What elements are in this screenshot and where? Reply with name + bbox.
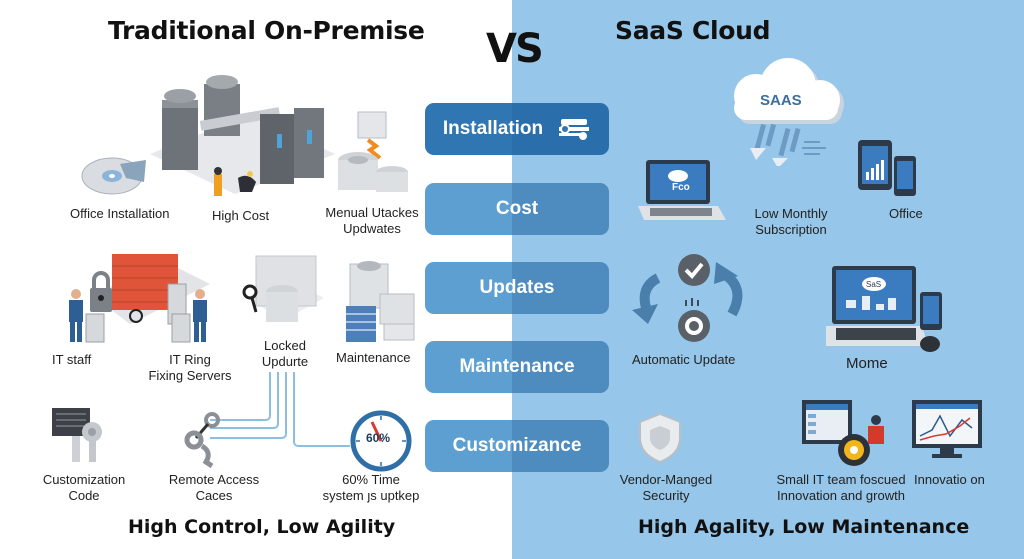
analytics-monitor-icon [912,400,982,458]
saas-title: SaaS Cloud [615,16,771,45]
laptop-screen-text: Fco [672,182,690,193]
laptop2-screen-text: SaS [866,280,882,289]
on-premise-footer: High Control, Low Agility [128,516,396,538]
label-locked-update: Locked Updurte [250,338,320,370]
label-manual-updates: Menual Utackes Updwates [320,205,424,237]
stacked-disks-icon [338,111,408,192]
label-manual-updates-line2: Updwates [343,221,401,236]
label-high-cost: High Cost [212,208,270,223]
maintenance-button-label: Maintenance [459,356,575,377]
laptop-icon [638,160,726,220]
gauge-icon [350,410,412,472]
button-right-half [512,341,609,393]
button-left-half [425,420,512,472]
customizance-button[interactable]: Customizance [425,420,609,472]
label-60-time-line1: 60% Time [342,472,400,487]
label-small-it-line1: Small IT team foscued [776,472,906,487]
customization-code-icon [52,408,102,462]
remote-access-icon [184,412,220,469]
label-it-staff: IT staff [52,352,92,367]
label-office: Office [889,206,923,221]
updates-button-label: Updates [479,277,555,298]
gauge-value: 60% [366,431,391,445]
label-vendor-managed: Vendor-Manged Security [614,472,718,504]
label-mome: Mome [846,355,888,372]
customizance-button-label: Customizance [452,435,582,456]
label-locked-update-line2: Updurte [261,354,309,369]
saas-cloud-text: SAAS [760,92,802,109]
label-remote-access-line2: Caces [195,488,233,503]
truck-icon [559,119,590,140]
label-office-installation: Office Installation [70,206,170,221]
label-locked-update-line1: Locked [264,338,306,353]
server-room-icon [150,75,335,196]
locked-update-icon [242,255,324,322]
button-right-half [512,183,609,235]
cost-button-label: Cost [495,198,539,219]
label-low-monthly-line1: Low Monthly [754,206,828,221]
updates-button[interactable]: Updates [425,262,609,314]
label-customization-code: Customization Code [34,472,134,504]
label-customization-line1: Customization [42,472,126,487]
maintenance-button[interactable]: Maintenance [425,341,609,393]
vs-label: VS [486,26,544,72]
label-manual-updates-line1: Menual Utackes [325,205,419,220]
cost-button[interactable]: Cost [425,183,609,235]
button-left-half [425,103,512,155]
label-low-monthly-line2: Subscription [755,222,827,237]
label-60-time: 60% Time system ȷs uptkep [316,472,426,504]
devices-icon [858,140,916,196]
installation-button[interactable]: Installation [425,103,609,155]
label-vendor-line2: Security [642,488,690,503]
button-left-half [425,262,512,314]
label-remote-access-line1: Remote Access [168,472,260,487]
label-60-time-line2: system ȷs uptkep [322,488,420,503]
label-automatic-update: Automatic Update [632,352,736,367]
button-right-half [512,262,609,314]
label-it-ring-line1: IT Ring [169,352,211,367]
label-small-it-team: Small IT team foscued Innovation and gro… [768,472,914,504]
label-small-it-line2: Innovation and growth [777,488,905,503]
label-remote-access: Remote Access Caces [162,472,266,504]
automatic-update-icon [632,254,743,342]
saas-cloud-icon [734,58,844,166]
label-it-ring-line2: Fixing Servers [148,368,232,383]
label-it-ring: IT Ring Fixing Servers [140,352,240,384]
label-low-monthly: Low Monthly Subscription [744,206,838,238]
laptop-devices-icon [826,266,942,352]
label-customization-line2: Code [68,488,100,503]
label-vendor-line1: Vendor-Manged [619,472,713,487]
on-premise-title: Traditional On-Premise [108,16,425,45]
label-maintenance: Maintenance [336,350,411,365]
button-right-half [512,420,609,472]
shield-icon [639,412,681,464]
disc-icon [81,157,146,195]
firewall-staff-icon [69,254,210,343]
installation-button-label: Installation [442,118,544,139]
label-innovation: Innovatio on [914,472,985,487]
button-left-half [425,183,512,235]
button-left-half [425,341,512,393]
connector-lines [210,372,350,447]
small-it-team-icon [802,400,884,466]
maintenance-buildings-icon [346,261,415,342]
saas-footer: High Agality, Low Maintenance [638,516,970,538]
